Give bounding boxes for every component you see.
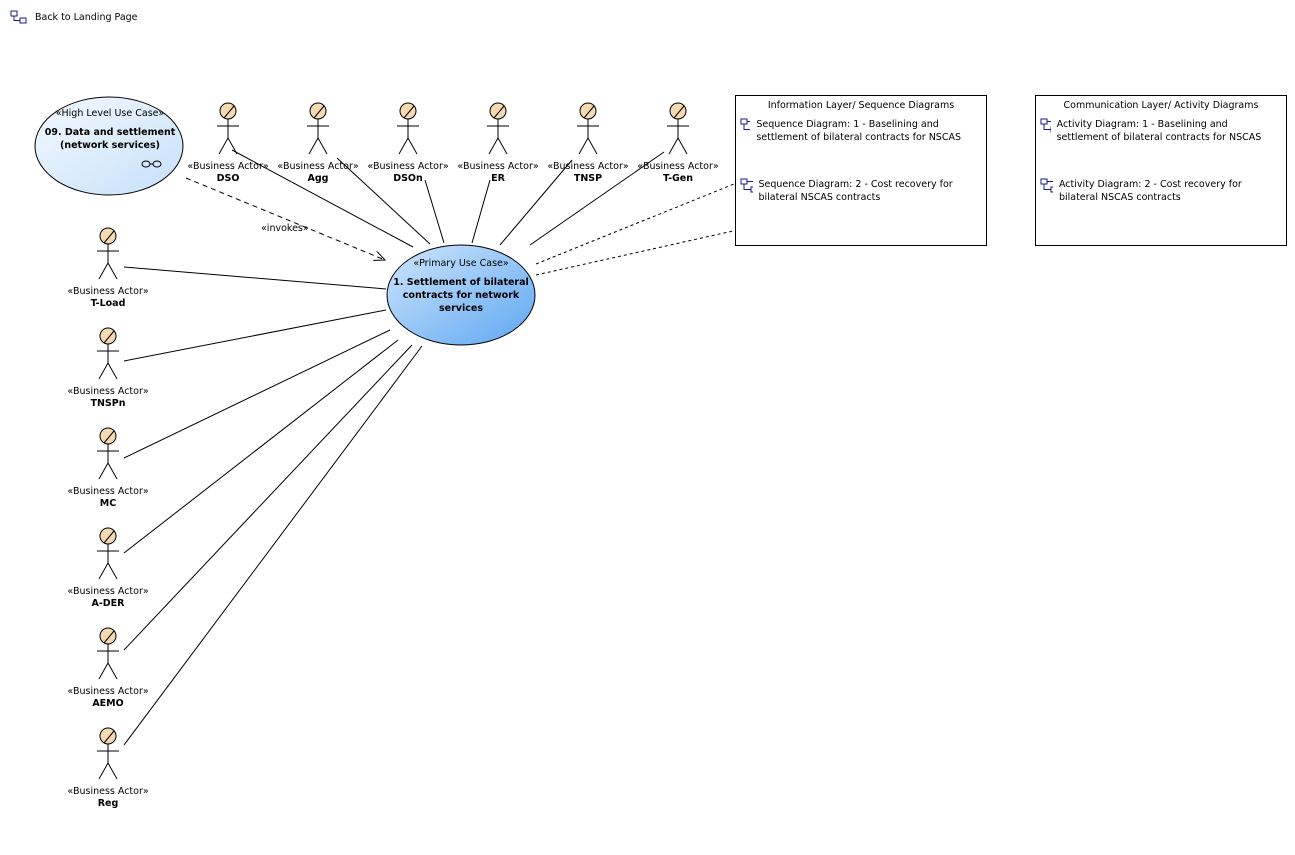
actor-stereotype: «Business Actor» [547,161,629,172]
high-level-use-case-stereotype: «High Level Use Case» [55,108,165,119]
actor-mc[interactable]: «Business Actor» MC [63,427,153,510]
actor-name: Reg [97,798,119,809]
information-layer-box: Information Layer/ Sequence Diagrams Seq… [735,95,987,246]
association-line-agg [336,157,431,245]
diagram-icon [740,178,753,193]
actor-stereotype: «Business Actor» [67,386,149,397]
sequence-diagram-label-1: Sequence Diagram: 1 - Baselining and set… [756,119,961,143]
actor-name: DSOn [393,173,423,184]
actor-name: AEMO [92,698,124,709]
actor-tload[interactable]: «Business Actor» T-Load [63,227,153,310]
actor-name: DSO [216,173,240,184]
actor-stereotype: «Business Actor» [67,786,149,797]
actor-stereotype: «Business Actor» [187,161,269,172]
communication-layer-title: Communication Layer/ Activity Diagrams [1063,100,1259,111]
primary-use-case-name-1: 1. Settlement of bilateral [393,277,529,288]
high-level-use-case-name-2: (network services) [59,140,160,151]
association-line-dso [231,149,414,248]
actor-stereotype: «Business Actor» [67,686,149,697]
communication-layer-box: Communication Layer/ Activity Diagrams A… [1035,95,1287,246]
actor-name: A-DER [91,598,125,609]
association-line-tnspn [123,309,387,362]
actor-reg[interactable]: «Business Actor» Reg [63,727,153,810]
actor-name: T-Gen [662,173,694,184]
actor-stereotype: «Business Actor» [277,161,359,172]
diagram-icon [1040,118,1051,133]
association-line-tnsp [499,159,573,246]
primary-use-case-name-2: contracts for network services [402,290,520,314]
back-to-landing-link[interactable]: Back to Landing Page [10,10,138,24]
actor-figure-icon [487,102,509,155]
association-line-aemo [123,344,413,651]
actor-name: MC [99,498,117,509]
association-line-dson [424,179,445,244]
actor-figure-icon [97,627,119,680]
diagram-icon [1040,178,1053,193]
primary-use-case-stereotype: «Primary Use Case» [413,258,509,269]
association-line-ader [123,339,399,554]
information-layer-title: Information Layer/ Sequence Diagrams [767,100,955,111]
activity-diagram-label-1: Activity Diagram: 1 - Baselining and set… [1056,119,1262,143]
actor-stereotype: «Business Actor» [367,161,449,172]
sequence-diagram-label-2: Sequence Diagram: 2 - Cost recovery for … [758,179,953,203]
actor-figure-icon [97,327,119,380]
association-line-tgen [529,151,665,246]
actor-aemo[interactable]: «Business Actor» AEMO [63,627,153,710]
association-line-reg [123,345,423,746]
invokes-label: «invokes» [261,223,309,234]
high-level-use-case-name-1: 09. Data and settlement [44,127,176,138]
actor-stereotype: «Business Actor» [67,586,149,597]
back-to-landing-label: Back to Landing Page [35,11,138,23]
activity-diagram-link-2[interactable]: Activity Diagram: 2 - Cost recovery for … [1040,178,1280,204]
actor-figure-icon [217,102,239,155]
actor-dso[interactable]: «Business Actor» DSO [183,102,273,185]
invokes-dependency-line [185,177,385,260]
high-level-use-case-label: «High Level Use Case» 09. Data and settl… [40,107,180,152]
primary-use-case-label: «Primary Use Case» 1. Settlement of bila… [386,257,536,315]
actor-name: TNSP [573,173,603,184]
actor-figure-icon [307,102,329,155]
actor-ader[interactable]: «Business Actor» A-DER [63,527,153,610]
actor-figure-icon [667,102,689,155]
high-level-use-case-ellipse[interactable] [33,95,185,197]
actor-figure-icon [97,427,119,480]
association-line-mc [123,329,391,459]
actor-name: Agg [307,173,329,184]
actor-name: TNSPn [90,398,126,409]
actor-tgen[interactable]: «Business Actor» T-Gen [633,102,723,185]
actor-er[interactable]: «Business Actor» ER [453,102,543,185]
sequence-diagram-link-1[interactable]: Sequence Diagram: 1 - Baselining and set… [740,118,980,144]
actor-figure-icon [97,527,119,580]
diagram-icon [10,10,27,24]
activity-diagram-label-2: Activity Diagram: 2 - Cost recovery for … [1058,179,1242,203]
actor-stereotype: «Business Actor» [637,161,719,172]
actor-tnsp[interactable]: «Business Actor» TNSP [543,102,633,185]
actor-name: T-Load [90,298,126,309]
primary-use-case-ellipse[interactable] [385,243,537,347]
actor-agg[interactable]: «Business Actor» Agg [273,102,363,185]
actor-name: ER [491,173,505,184]
actor-figure-icon [97,227,119,280]
activity-diagram-link-1[interactable]: Activity Diagram: 1 - Baselining and set… [1040,118,1280,144]
diagram-icon [740,118,751,130]
actor-figure-icon [97,727,119,780]
association-line-er [471,179,491,244]
sequence-diagram-link-2[interactable]: Sequence Diagram: 2 - Cost recovery for … [740,178,980,204]
actor-stereotype: «Business Actor» [457,161,539,172]
actor-dson[interactable]: «Business Actor» DSOn [363,102,453,185]
actor-figure-icon [397,102,419,155]
composite-link-icon [141,160,162,168]
actor-tnspn[interactable]: «Business Actor» TNSPn [63,327,153,410]
actor-stereotype: «Business Actor» [67,286,149,297]
actor-stereotype: «Business Actor» [67,486,149,497]
association-line-tload [123,266,387,290]
actor-figure-icon [577,102,599,155]
